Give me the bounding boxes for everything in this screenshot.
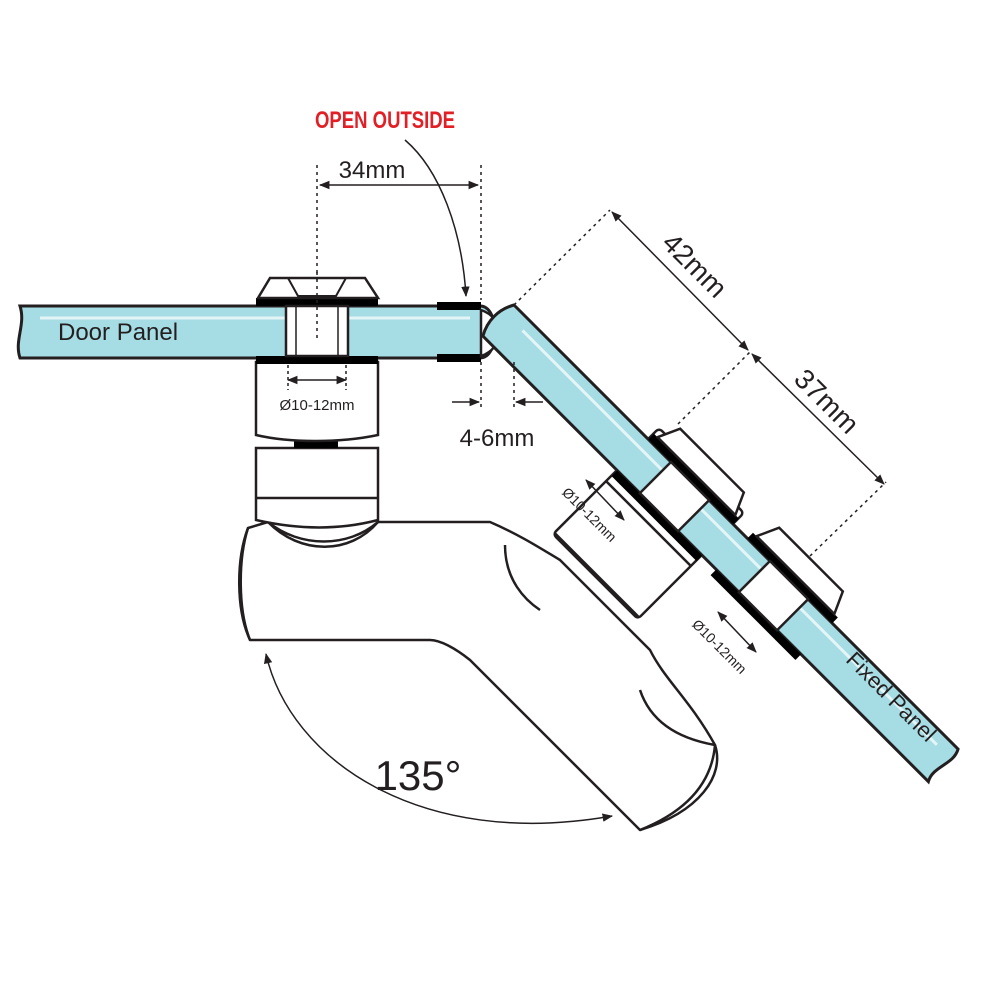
door-hinge-barrel (254, 360, 380, 529)
dim-42-label: 42mm (656, 227, 733, 304)
dimensions (264, 139, 887, 825)
dim-34-label: 34mm (339, 157, 406, 184)
hole-fixed-2-dim (717, 611, 757, 653)
gap-label: 4-6mm (460, 425, 535, 452)
dim-37-line (751, 353, 885, 485)
dim-42-line (611, 211, 749, 351)
open-outside-label: OPEN OUTSIDE (315, 107, 455, 134)
door-clamp (255, 272, 381, 364)
dim-42-ext-1 (513, 209, 611, 306)
hole-fixed-1-dim (585, 479, 625, 521)
door-panel-label: Door Panel (58, 319, 178, 346)
door-panel (16, 302, 501, 362)
hole-door-label: Ø10-12mm (279, 397, 354, 414)
dim-42-ext-2 (677, 351, 751, 425)
angle-label: 135° (375, 752, 462, 799)
dim-37-ext (809, 481, 887, 557)
angle-arc (264, 652, 614, 825)
hole-fixed-2-label: Ø10-12mm (689, 616, 750, 677)
open-outside-arrow (404, 139, 470, 298)
